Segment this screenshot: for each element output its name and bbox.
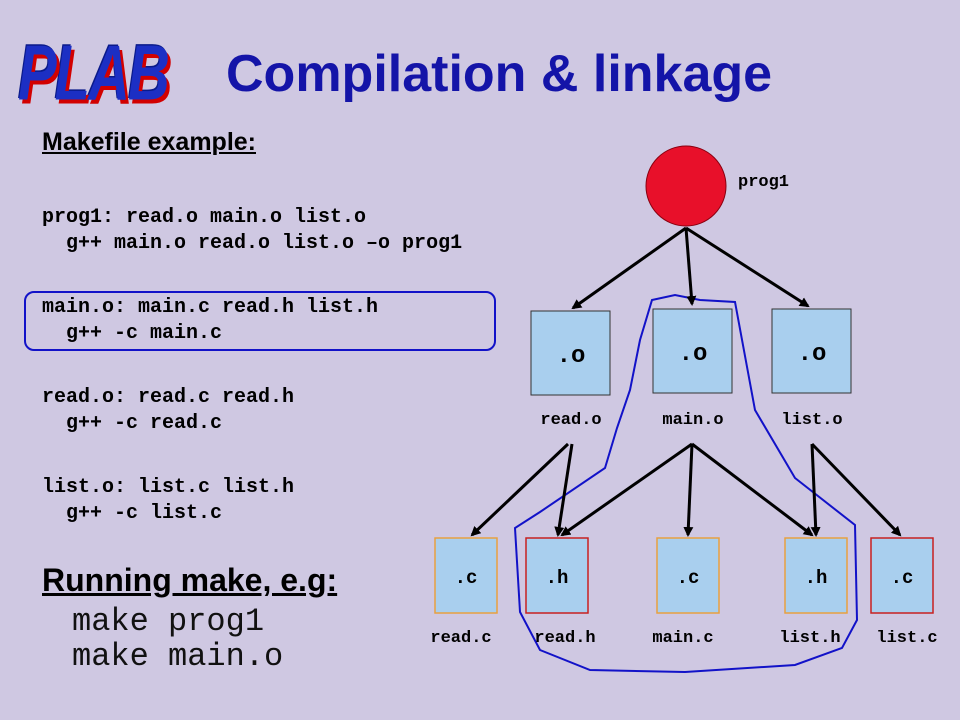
rule-prog1-target: prog1: read.o main.o list.o: [42, 206, 367, 229]
arrow-prog1-list-o: [685, 226, 810, 308]
arrow-main-o-list-h: [691, 442, 814, 537]
arrow-prog1-main-o: [684, 227, 697, 306]
arrow-list-o-list-c: [810, 442, 902, 537]
source-main-c-label: main.c: [652, 629, 713, 648]
command-make-prog1: make prog1: [72, 603, 265, 640]
source-read-c-label: read.c: [430, 629, 491, 648]
arrow-list-o-list-h: [810, 443, 821, 537]
object-read-o: .o read.o: [530, 310, 611, 430]
source-list-h-label: list.h: [779, 629, 840, 648]
source-list-c: .c list.c: [870, 537, 938, 648]
slide-title: Compilation & linkage: [226, 45, 773, 103]
makefile-heading: Makefile example:: [42, 128, 256, 156]
arrow-prog1-read-o: [571, 226, 687, 310]
object-list-o-label: list.o: [781, 411, 842, 430]
prog1-node: [645, 145, 727, 227]
rule-main-o-target: main.o: main.c read.h list.h: [42, 296, 379, 319]
object-list-o-glyph: .o: [798, 341, 827, 368]
command-make-main-o: make main.o: [72, 638, 284, 675]
source-read-c-glyph: .c: [455, 567, 478, 589]
object-read-o-glyph: .o: [557, 343, 586, 370]
source-read-c: .c read.c: [430, 537, 498, 648]
arrow-read-o-read-h: [554, 443, 574, 537]
rule-main-o-command: g++ -c main.c: [42, 322, 223, 345]
source-list-h: .h list.h: [779, 537, 848, 648]
object-list-o: .o list.o: [771, 308, 852, 430]
source-main-c: .c main.c: [652, 537, 720, 648]
main-o-rule-highlight: [24, 291, 496, 351]
prog1-label: prog1: [738, 173, 789, 192]
running-make-heading: Running make, e.g:: [42, 562, 338, 598]
arrow-read-o-read-c: [470, 442, 570, 537]
object-read-o-label: read.o: [540, 411, 601, 430]
plab-logo: PLAB: [18, 29, 170, 118]
source-list-c-label: list.c: [876, 629, 937, 648]
rule-list-o-target: list.o: list.c list.h: [42, 476, 295, 499]
main-o-dependency-outline: [513, 293, 859, 674]
source-read-h: .h read.h: [525, 537, 596, 648]
rule-list-o-command: g++ -c list.c: [42, 502, 223, 525]
source-list-c-glyph: .c: [891, 567, 914, 589]
rule-read-o-command: g++ -c read.c: [42, 412, 223, 435]
object-main-o-glyph: .o: [679, 341, 708, 368]
rule-read-o-target: read.o: read.c read.h: [42, 386, 295, 409]
object-main-o: .o main.o: [652, 308, 733, 430]
arrow-main-o-main-c: [683, 443, 694, 537]
source-main-c-glyph: .c: [677, 567, 700, 589]
source-read-h-glyph: .h: [546, 567, 569, 589]
rule-prog1-command: g++ main.o read.o list.o –o prog1: [42, 232, 463, 255]
source-list-h-glyph: .h: [805, 567, 828, 589]
arrow-main-o-read-h: [560, 442, 693, 537]
source-read-h-label: read.h: [534, 629, 595, 648]
object-main-o-label: main.o: [662, 411, 723, 430]
